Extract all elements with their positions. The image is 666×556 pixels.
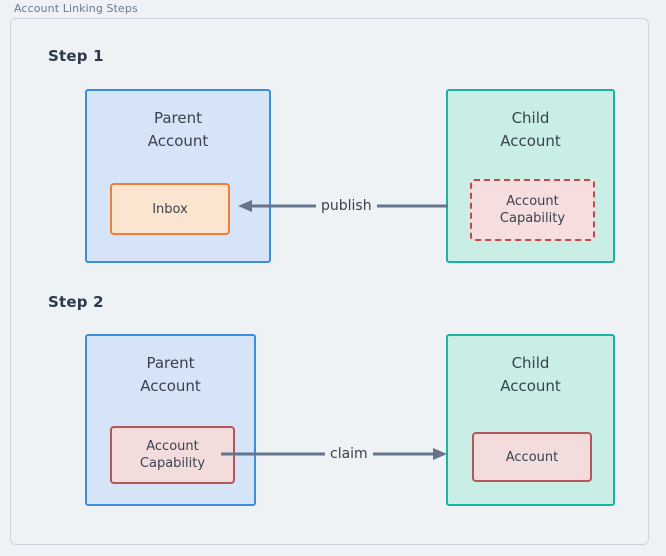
step-1-arrow-label: publish: [316, 197, 377, 215]
step-1-parent-account-box[interactable]: Parent Account Inbox: [85, 89, 271, 263]
step-2-label: Step 2: [48, 293, 104, 311]
step-1-child-account-box[interactable]: Child Account Account Capability: [446, 89, 615, 263]
step-2-parent-account-title: Parent Account: [140, 354, 201, 395]
step-2-arrow-label: claim: [325, 445, 373, 463]
step-2-parent-account-box[interactable]: Parent Account Account Capability: [85, 334, 256, 506]
step-2-child-account-box[interactable]: Child Account Account: [446, 334, 615, 506]
step-1-label: Step 1: [48, 47, 104, 65]
step-2-child-account-title: Child Account: [500, 354, 561, 395]
step-1-child-account-capability-chip[interactable]: Account Capability: [470, 179, 595, 241]
step-1-child-account-title: Child Account: [500, 109, 561, 150]
step-1-parent-inbox-chip[interactable]: Inbox: [110, 183, 230, 235]
panel-title: Account Linking Steps: [14, 2, 138, 15]
step-1-parent-account-title: Parent Account: [147, 109, 209, 150]
step-2-child-account-chip[interactable]: Account: [472, 432, 592, 482]
step-2-parent-account-capability-chip[interactable]: Account Capability: [110, 426, 235, 484]
